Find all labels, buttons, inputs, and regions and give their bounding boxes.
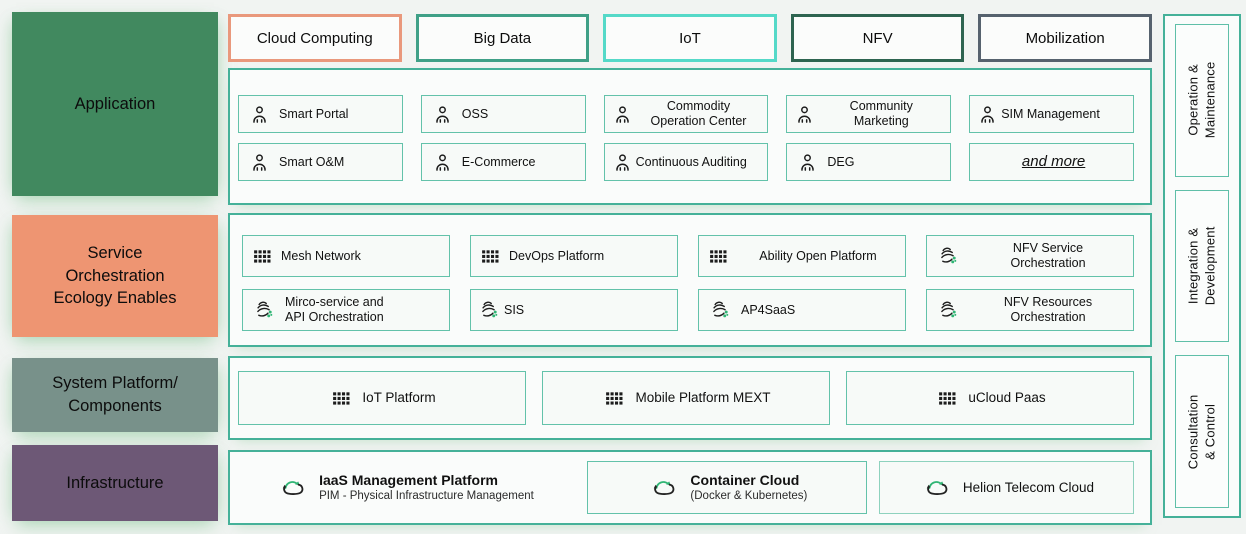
sidebar-item-label: Operation & Maintenance [1185,62,1218,139]
system-item-label: IoT Platform [362,390,436,406]
service-item-nfv-service-orchestration: NFV Service Orchestration [926,235,1134,277]
tab-label: Cloud Computing [256,29,373,47]
app-item-label: Community Marketing [849,99,913,128]
cloud-sync-icon [923,476,951,500]
layer-label-service-orchestration: Service Orchestration Ecology Enables [12,215,218,337]
app-item-e-commerce: E-Commerce [420,143,586,181]
orchestration-icon [937,245,960,268]
service-item-label: Mirco-service and API Orchestration [285,295,384,324]
category-tabs: Cloud Computing Big Data IoT NFV Mobiliz… [228,14,1152,62]
user-icon [977,104,998,125]
system-item-label: uCloud Paas [968,390,1046,406]
service-item-nfv-resources-orchestration: NFV Resources Orchestration [926,289,1134,331]
service-item-label: NFV Service Orchestration [1010,241,1086,270]
app-item-deg: DEG [786,143,952,181]
tab-cloud-computing: Cloud Computing [228,14,402,62]
infra-item-iaas-management-platform: IaaS Management Platform PIM - Physical … [238,461,575,514]
app-item-label: OSS [461,106,489,121]
sidebar-item-label: Integration & Development [1185,226,1217,306]
app-item-label: Smart O&M [279,154,345,169]
service-item-label: NFV Resources Orchestration [1003,295,1093,324]
service-item-mesh-network: Mesh Network [242,235,450,277]
infra-item-subtitle: PIM - Physical Infrastructure Management [319,489,534,502]
infra-item-subtitle: (Docker & Kubernetes) [690,489,808,502]
tab-iot: IoT [603,14,777,62]
apps-grid-icon [605,389,624,408]
orchestration-icon [478,299,501,322]
service-item-devops-platform: DevOps Platform [470,235,678,277]
infrastructure-panel: IaaS Management Platform PIM - Physical … [228,450,1152,525]
service-item-label: DevOps Platform [509,248,605,263]
service-item-label: Mesh Network [281,248,361,263]
orchestration-icon [709,299,732,322]
service-item-sis: SIS [470,289,678,331]
system-item-iot-platform: IoT Platform [238,371,526,425]
orchestration-icon [253,299,276,322]
app-item-label: Continuous Auditing [635,154,747,169]
user-icon [432,104,453,125]
tab-label: Big Data [473,29,532,47]
service-item-label: SIS [504,302,525,317]
orchestration-icon [937,299,960,322]
apps-grid-icon [481,247,500,266]
sidebar-item-operation-maintenance: Operation & Maintenance [1175,24,1229,177]
app-item-label: SIM Management [1001,106,1100,121]
apps-grid-icon [332,389,351,408]
cloud-sync-icon [650,476,678,500]
infra-item-title: Container Cloud [690,471,800,488]
apps-grid-icon [938,389,957,408]
app-item-sim-management: SIM Management [969,95,1134,133]
tab-big-data: Big Data [415,14,590,62]
layer-label-application: Application [12,12,218,196]
infra-item-container-cloud: Container Cloud (Docker & Kubernetes) [586,461,867,514]
tab-nfv: NFV [790,14,965,62]
apps-grid-icon [253,247,272,266]
apps-grid-icon [709,247,728,266]
service-item-label: Ability Open Platform [759,248,877,263]
user-icon [612,104,633,125]
app-item-and-more: and more [969,143,1134,181]
app-item-label: and more [1021,153,1086,171]
layer-label-infrastructure: Infrastructure [12,445,218,521]
app-item-label: Commodity Operation Center [650,99,747,128]
app-item-community-marketing: Community Marketing [786,95,952,133]
user-icon [612,152,633,173]
service-orchestration-panel: Mesh Network DevOps Platform Ability Ope… [228,213,1152,347]
service-item-ability-open-platform: Ability Open Platform [698,235,906,277]
service-item-ap4saas: AP4SaaS [698,289,906,331]
service-item-label: AP4SaaS [741,302,796,317]
app-item-label: DEG [827,154,855,169]
sidebar-item-integration-development: Integration & Development [1175,189,1229,343]
infra-item-title: IaaS Management Platform [319,471,498,488]
user-icon [249,104,270,125]
sidebar-item-consultation-control: Consultation & Control [1175,355,1229,509]
system-item-mobile-platform-mext: Mobile Platform MEXT [542,371,830,425]
user-icon [797,152,818,173]
layer-label-system-platform: System Platform/ Components [12,358,218,432]
app-item-commodity-operation-center: Commodity Operation Center [603,95,769,133]
tab-label: Mobilization [1025,29,1105,47]
app-item-smart-oandm: Smart O&M [238,143,403,181]
tab-label: NFV [862,29,893,47]
infra-item-helion-telecom-cloud: Helion Telecom Cloud [878,461,1134,514]
application-panel: Smart Portal OSS Commodity Operation Cen… [228,68,1152,205]
service-item-micro-service-api-orchestration: Mirco-service and API Orchestration [242,289,450,331]
app-item-label: Smart Portal [279,106,349,121]
app-item-continuous-auditing: Continuous Auditing [603,143,769,181]
cloud-sync-icon [279,476,307,500]
sidebar-item-label: Consultation & Control [1185,394,1218,470]
system-item-label: Mobile Platform MEXT [635,390,771,406]
tab-label: IoT [679,29,701,47]
app-item-oss: OSS [420,95,586,133]
system-item-ucloud-paas: uCloud Paas [846,371,1134,425]
user-icon [432,152,453,173]
user-icon [794,104,815,125]
right-sidebar: Operation & Maintenance Integration & De… [1163,14,1241,518]
app-item-smart-portal: Smart Portal [238,95,403,133]
app-item-label: E-Commerce [461,154,536,169]
system-platform-panel: IoT Platform Mobile Platform MEXT uCloud… [228,356,1152,440]
user-icon [249,152,270,173]
infra-item-title: Helion Telecom Cloud [962,479,1094,495]
tab-mobilization: Mobilization [978,14,1152,62]
